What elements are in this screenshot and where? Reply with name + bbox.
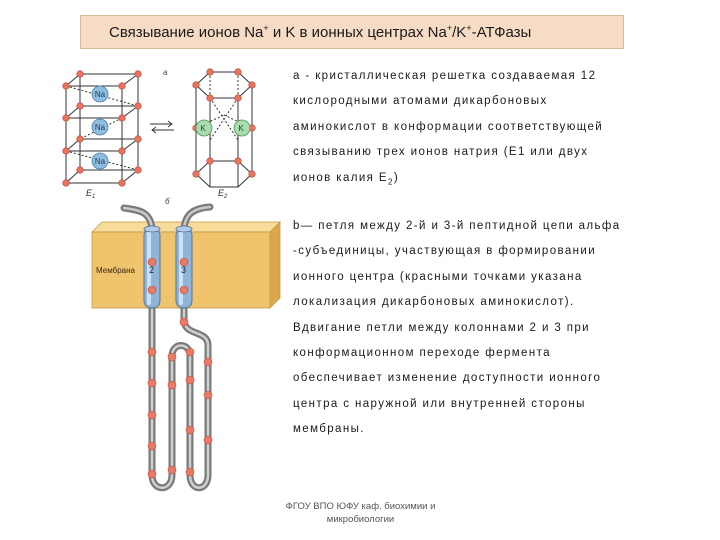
title-text: Связывание ионов Na+ и K в ионных центра… <box>109 23 532 41</box>
carboxyl-dots <box>147 257 213 479</box>
svg-text:Na: Na <box>95 123 106 132</box>
e1-label: E1 <box>86 188 95 200</box>
description-b: b— петля между 2-й и 3-й пептидной цепи … <box>293 214 678 443</box>
panel-b-label: б <box>165 197 170 206</box>
description-b-line: центра с наружной или внутренней стороны <box>293 397 586 410</box>
loop-chain <box>148 296 212 492</box>
description-b-line: конформационном переходе фермента <box>293 347 551 360</box>
description-a-line: ионов калия E2) <box>293 171 400 186</box>
description-a: а - кристаллическая решетка создаваемая … <box>293 64 678 194</box>
oxygen-atoms-e1 <box>62 70 142 187</box>
description-b-line: -субъединицы, участвующая в формировании <box>293 245 597 258</box>
column-2 <box>143 225 161 309</box>
description-a-line: аминокислот в конформации соответствующе… <box>293 120 604 133</box>
svg-text:Na: Na <box>95 157 106 166</box>
transition-arrows <box>150 120 174 134</box>
oxygen-atoms-e2 <box>192 68 256 178</box>
footer-line-2: микробиологии <box>326 514 395 525</box>
description-b-line: обеспечивает изменение доступности ионно… <box>293 372 602 385</box>
footer-line-1: ФГОУ ВПО ЮФУ каф. биохимии и <box>285 501 436 512</box>
k-ion-2: K <box>233 119 251 137</box>
footer: ФГОУ ВПО ЮФУ каф. биохимии и микробиолог… <box>268 500 453 526</box>
na-ion-1: Na <box>91 85 109 103</box>
slide-title: Связывание ионов Na+ и K в ионных центра… <box>80 15 624 49</box>
panel-a-label: а <box>163 68 168 77</box>
description-b-line: b— петля между 2-й и 3-й пептидной цепи … <box>293 220 621 232</box>
chain-upper-highlight <box>122 205 212 230</box>
na-ion-3: Na <box>91 152 109 170</box>
e2-label: E2 <box>218 188 228 200</box>
description-a-line: связыванию трех ионов натрия (E1 или дву… <box>293 146 589 159</box>
description-b-line: ионного центра (красными точками указана <box>293 270 583 283</box>
membrane-label: Мембрана <box>96 266 136 275</box>
svg-text:K: K <box>200 124 206 133</box>
description-b-line: Вдвигание петли между колоннами 2 и 3 пр… <box>293 321 591 334</box>
svg-text:K: K <box>238 124 244 133</box>
description-b-line: локализация дикарбоновых аминокислот). <box>293 296 575 309</box>
description-a-line: а - кристаллическая решетка создаваемая … <box>293 70 597 82</box>
description-a-line: кислородными атомами дикарбоновых <box>293 95 548 108</box>
na-ion-2: Na <box>91 118 109 136</box>
column-3-label: 3 <box>181 265 186 275</box>
description-b-line: мембраны. <box>293 423 365 436</box>
column-2-label: 2 <box>149 265 154 275</box>
svg-text:Na: Na <box>95 90 106 99</box>
k-ion-1: K <box>195 119 213 137</box>
